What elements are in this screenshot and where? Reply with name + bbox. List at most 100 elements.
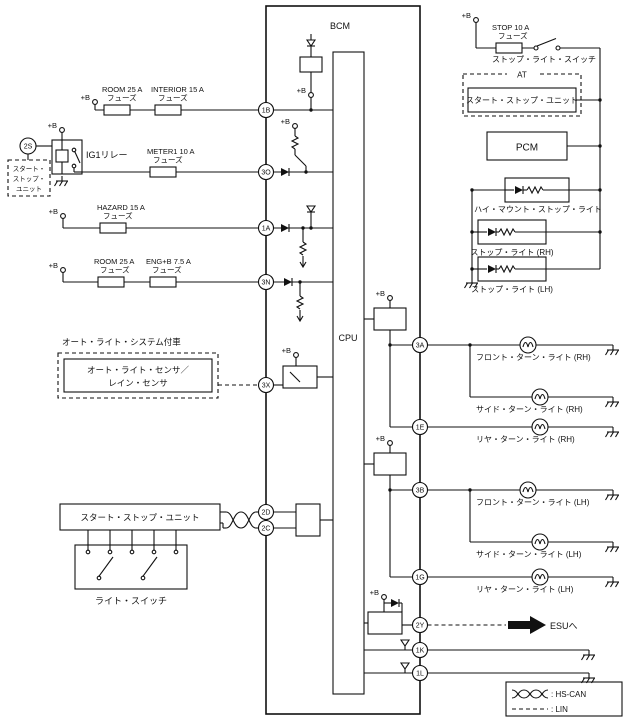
- connector-3n: [257, 273, 275, 291]
- battery-terminal-icon: [293, 352, 299, 358]
- connector-1l-label: 1L: [416, 671, 424, 678]
- at-label: AT: [517, 71, 527, 80]
- connector-3a-label: 3A: [416, 343, 425, 350]
- plus-b-label: +B: [462, 11, 471, 20]
- battery-terminal-icon: [92, 99, 98, 105]
- connector-2y: [411, 616, 429, 634]
- bcm-label: BCM: [330, 21, 350, 31]
- ground-icon: [53, 175, 69, 187]
- circuit-row-1b: +B ROOM 25 A フューズ INTERIOR 15 A フューズ: [81, 85, 259, 116]
- plus-b-label: +B: [370, 588, 379, 597]
- can-transceiver-box: [295, 503, 321, 537]
- fuse-icon: [99, 222, 127, 234]
- fuse-name: ROOM 25 A: [102, 85, 142, 94]
- sensor-label-line: オート・ライト・センサ／: [87, 365, 190, 375]
- battery-terminal-icon: [60, 267, 66, 273]
- switch-lever-icon: [98, 556, 114, 577]
- battery-terminal-icon: [60, 213, 66, 219]
- node: [555, 45, 561, 51]
- connector-1g-label: 1G: [415, 575, 424, 582]
- node: [173, 549, 179, 555]
- node: [309, 108, 313, 112]
- battery-terminal-icon: [59, 127, 65, 133]
- circuit-row-1a: +B HAZARD 15 A フューズ: [49, 203, 259, 234]
- esu-label: ESUへ: [550, 621, 578, 631]
- front-turn-rh-label: フロント・ターン・ライト (RH): [476, 353, 591, 362]
- shape: [507, 69, 537, 79]
- relay-switch-icon: [74, 150, 81, 164]
- connector-2y-label: 2Y: [416, 623, 425, 630]
- at-unit-label: スタート・ストップ・ユニット: [466, 96, 578, 105]
- rear-turn-rh-label: リヤ・ターン・ライト (RH): [476, 435, 575, 444]
- zener-icon: [305, 39, 317, 47]
- node: [71, 147, 77, 153]
- battery-terminal-icon: [387, 295, 393, 301]
- fuse-name: METER1 10 A: [147, 147, 195, 156]
- esu-driver-box: [367, 611, 403, 635]
- connector-1b: [257, 101, 275, 119]
- connector-1k-label: 1K: [416, 648, 425, 655]
- bulb-icon: [519, 336, 537, 354]
- stop-lh-label: ストップ・ライト (LH): [471, 285, 553, 294]
- stop-rh-label: ストップ・ライト (RH): [470, 248, 553, 257]
- battery-terminal-icon: [308, 92, 314, 98]
- node: [129, 549, 135, 555]
- fuse-icon: [154, 104, 182, 116]
- connector-2s-label: 2S: [24, 144, 33, 151]
- ground-icon: [604, 541, 620, 553]
- plus-b-label: +B: [49, 261, 58, 270]
- cpu-label: CPU: [338, 333, 357, 343]
- pcm-box: [486, 131, 568, 161]
- connector-1l: [411, 664, 429, 682]
- connector-2c-label: 2C: [262, 526, 271, 533]
- node: [598, 188, 602, 192]
- node: [151, 549, 157, 555]
- turn-driver-lh-box: [373, 452, 407, 476]
- node: [533, 45, 539, 51]
- ground-icon: [580, 649, 596, 661]
- fuse-icon: [97, 276, 125, 288]
- node: [85, 549, 91, 555]
- transistor-icon: [294, 154, 307, 167]
- ground-icon: [604, 489, 620, 501]
- plus-b-label: +B: [81, 93, 90, 102]
- sensor-label-line: レイン・センサ: [108, 378, 168, 388]
- twisted-pair-icon: [225, 511, 257, 529]
- circuit-row-3n: +B ROOM 25 A フューズ ENG+B 7.5 A フューズ: [49, 257, 259, 288]
- front-turn-lh-label: フロント・ターン・ライト (LH): [476, 498, 590, 507]
- node: [598, 230, 602, 234]
- connector-3a: [411, 336, 429, 354]
- legend: : HS-CAN : LIN: [505, 681, 623, 717]
- fuse-name: STOP 10 A: [492, 23, 529, 32]
- auto-light-outer-box: [57, 352, 219, 399]
- fuse-name: ROOM 25 A: [94, 257, 134, 266]
- bulb-icon: [531, 533, 549, 551]
- legend-hscan-label: : HS-CAN: [551, 690, 586, 699]
- bulb-icon: [519, 481, 537, 499]
- fuse-word: フューズ: [152, 265, 182, 275]
- unit-label-line: ストップ・: [13, 175, 46, 183]
- cpu-box: [332, 51, 365, 695]
- circuit-row-3o: 2S スタート・ ストップ・ ユニット +B IG1リレー METER1 10 …: [7, 121, 259, 197]
- connector-3x-label: 3X: [262, 383, 271, 390]
- auto-light-sensor-section: オート・ライト・システム付車 オート・ライト・センサ／ レイン・センサ: [57, 337, 259, 399]
- node: [598, 144, 602, 148]
- plus-b-label: +B: [48, 121, 57, 130]
- start-stop-unit-section: スタート・ストップ・ユニット ライト・スイッチ: [59, 503, 259, 606]
- fuse-word: フューズ: [158, 93, 188, 103]
- node: [598, 98, 602, 102]
- connector-2c: [257, 519, 275, 537]
- bcm-internal-circuitry: +B +B +B +B: [273, 34, 413, 674]
- connector-1k: [411, 641, 429, 659]
- connector-1a: [257, 219, 275, 237]
- connector-3o-label: 3O: [261, 170, 271, 177]
- connector-3b: [411, 481, 429, 499]
- node: [107, 549, 113, 555]
- connector-2s: [19, 137, 37, 155]
- light-switch-label: ライト・スイッチ: [95, 596, 167, 606]
- battery-terminal-icon: [473, 17, 479, 23]
- legend-box: [505, 681, 623, 717]
- node: [304, 170, 308, 174]
- start-stop-unit-box-small: [7, 159, 51, 197]
